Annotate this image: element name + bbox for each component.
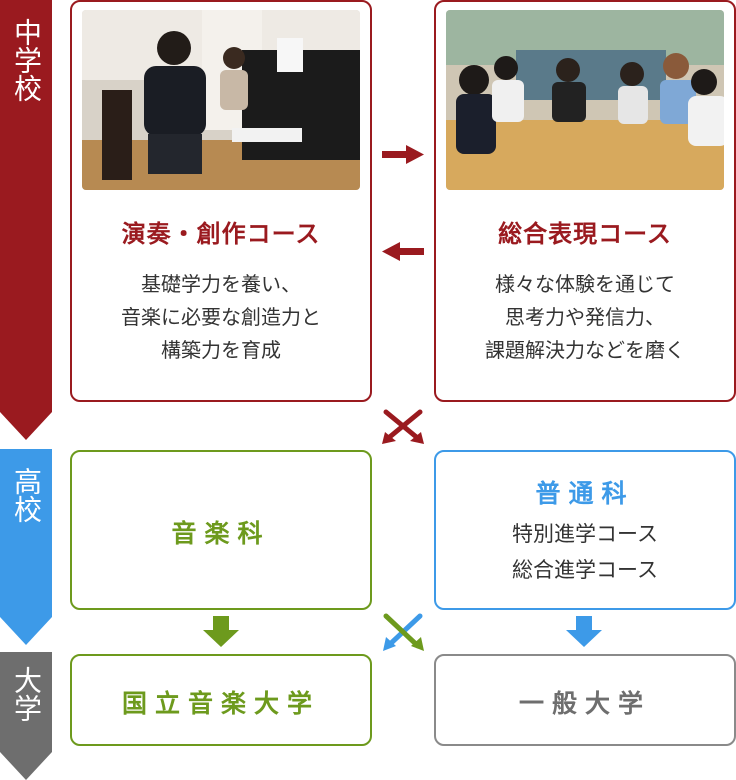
- high-school-general-title: 普通科: [535, 479, 635, 508]
- high-school-general-tracks: 特別進学コース 総合進学コース: [436, 516, 734, 588]
- stage-arrow-junior-high: [0, 0, 52, 440]
- course-desc-line: 課題解決力などを磨く: [485, 338, 685, 362]
- stage-bar-high-school: 高校: [0, 449, 52, 645]
- course-desc-line: 基礎学力を養い、: [141, 272, 301, 296]
- cross-arrowhead-green: [411, 637, 424, 651]
- course-title-expression: 総合表現コース: [498, 220, 672, 248]
- piano-lesson-photo: [82, 10, 360, 190]
- course-desc-line: 音楽に必要な創造力と: [121, 305, 321, 329]
- university-national-music-title: 国立音楽大学: [121, 689, 320, 718]
- track-item: 総合進学コース: [512, 558, 658, 582]
- cross-arrow-icon: [383, 409, 423, 443]
- stage-arrow-university: [0, 652, 52, 780]
- stage-label-high-school: 高校: [10, 467, 43, 523]
- high-school-music-box: 音楽科: [70, 450, 372, 610]
- cross-arrowhead-right: [410, 432, 424, 444]
- cross-arrowhead-left: [382, 432, 396, 444]
- stage-arrow-high-school: [0, 449, 52, 645]
- high-school-music-title: 音楽科: [171, 519, 271, 548]
- arrow-right-icon: [382, 145, 424, 164]
- track-item: 特別進学コース: [512, 522, 658, 546]
- arrow-down-blue-icon: [566, 616, 602, 647]
- stage-bar-junior-high: 中学校: [0, 0, 52, 440]
- course-title-performance: 演奏・創作コース: [121, 220, 321, 248]
- stage-bar-university: 大学: [0, 652, 52, 780]
- high-school-general-box: 普通科 特別進学コース 総合進学コース: [434, 450, 736, 610]
- group-discussion-photo: [446, 10, 724, 190]
- course-card-performance: 演奏・創作コース 基礎学力を養い、 音楽に必要な創造力と 構築力を育成: [70, 0, 372, 402]
- course-card-expression: 総合表現コース 様々な体験を通じて 思考力や発信力、 課題解決力などを磨く: [434, 0, 736, 402]
- stage-label-university: 大学: [10, 666, 43, 722]
- course-desc-line: 様々な体験を通じて: [495, 272, 675, 296]
- course-desc-performance: 基礎学力を養い、 音楽に必要な創造力と 構築力を育成: [72, 268, 370, 367]
- course-desc-line: 構築力を育成: [161, 338, 281, 362]
- cross-arrowhead-blue: [383, 637, 396, 651]
- course-desc-expression: 様々な体験を通じて 思考力や発信力、 課題解決力などを磨く: [436, 268, 734, 367]
- arrow-down-green-icon: [203, 616, 239, 647]
- arrow-left-icon: [382, 242, 424, 261]
- course-desc-line: 思考力や発信力、: [505, 305, 665, 329]
- cross-arrow-high-school-icon: [383, 613, 423, 649]
- university-general-box: 一般大学: [434, 654, 736, 746]
- stage-label-junior-high: 中学校: [10, 18, 43, 102]
- university-national-music-box: 国立音楽大学: [70, 654, 372, 746]
- university-general-title: 一般大学: [518, 689, 651, 718]
